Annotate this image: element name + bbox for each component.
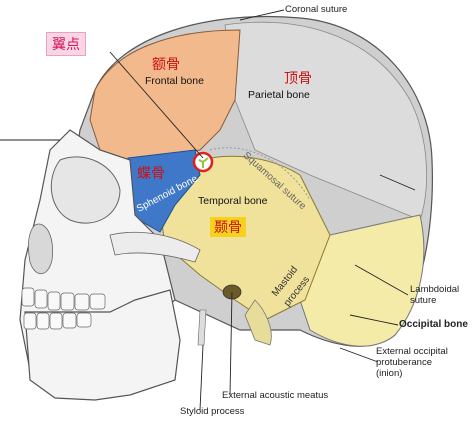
pterion-junction-icon	[198, 157, 209, 168]
occipital-bone	[299, 214, 425, 347]
styloid-process-label: Styloid process	[180, 406, 245, 417]
frontal-bone-label-cn: 额骨	[152, 57, 180, 73]
temporal-bone-label-cn: 颞骨	[210, 217, 246, 237]
parietal-bone-label: Parietal bone	[248, 89, 310, 101]
nasal-aperture	[28, 223, 53, 275]
mastoid-process	[244, 299, 272, 346]
parietal-bone-label-cn: 顶骨	[284, 71, 312, 87]
lambdoidal-suture-line	[329, 214, 421, 236]
external-occipital-protuberance-label-1: External occipital	[376, 346, 448, 357]
pterion-label: 翼点	[46, 32, 86, 56]
zygomatic-arch	[109, 231, 201, 263]
temporal-bone-label: Temporal bone	[198, 195, 268, 207]
lambdoidal-suture-label-1: Lambdoidal	[410, 284, 460, 295]
parietal-bone	[224, 21, 427, 221]
occipital-bone-label: Occipital bone	[399, 319, 468, 330]
orbit	[50, 156, 121, 224]
frontal-bone-label: Frontal bone	[145, 75, 204, 87]
styloid-process-shape	[197, 309, 207, 346]
lambdoidal-suture-label-2: suture	[410, 295, 437, 306]
coronal-suture-label: Coronal suture	[285, 4, 348, 15]
external-occipital-protuberance-label-2: protuberance	[376, 357, 432, 368]
external-occipital-protuberance-label-3: (inion)	[376, 368, 403, 379]
upper-teeth	[21, 287, 106, 311]
squamosal-suture-line	[209, 147, 311, 201]
lower-teeth	[23, 312, 92, 330]
sphenoid-bone-label-cn: 蝶骨	[137, 166, 165, 182]
external-acoustic-meatus-label: External acoustic meatus	[222, 390, 329, 401]
leader-lines	[0, 9, 416, 411]
